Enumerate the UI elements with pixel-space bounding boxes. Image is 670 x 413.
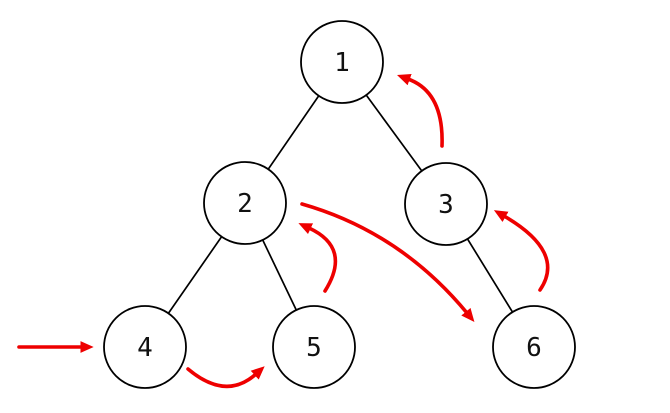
node-circle-3	[404, 162, 488, 246]
traversal-arrow-6-to-3	[493, 210, 550, 292]
traversal-arrow-4-to-5	[186, 366, 265, 389]
traversal-arrow-2-to-6	[300, 202, 475, 322]
tree-nodes-layer: 1 2 3 4 5 6	[103, 20, 576, 389]
tree-node-1: 1	[300, 20, 384, 104]
node-circle-4	[103, 305, 187, 389]
traversal-arrow-5-to-2	[298, 223, 338, 293]
tree-node-3: 3	[404, 162, 488, 246]
traversal-arrow-3-to-1	[397, 74, 444, 148]
node-circle-6	[492, 305, 576, 389]
tree-node-4: 4	[103, 305, 187, 389]
node-label-3: 3	[438, 190, 454, 220]
node-circle-2	[203, 161, 287, 245]
node-circle-5	[272, 305, 356, 389]
traversal-arrows-layer	[17, 74, 550, 389]
node-label-4: 4	[137, 333, 153, 363]
node-circle-1	[300, 20, 384, 104]
node-label-5: 5	[306, 333, 322, 363]
tree-node-5: 5	[272, 305, 356, 389]
node-label-6: 6	[526, 333, 542, 363]
tree-node-6: 6	[492, 305, 576, 389]
node-label-1: 1	[334, 48, 350, 78]
tree-node-2: 2	[203, 161, 287, 245]
node-label-2: 2	[237, 189, 253, 219]
